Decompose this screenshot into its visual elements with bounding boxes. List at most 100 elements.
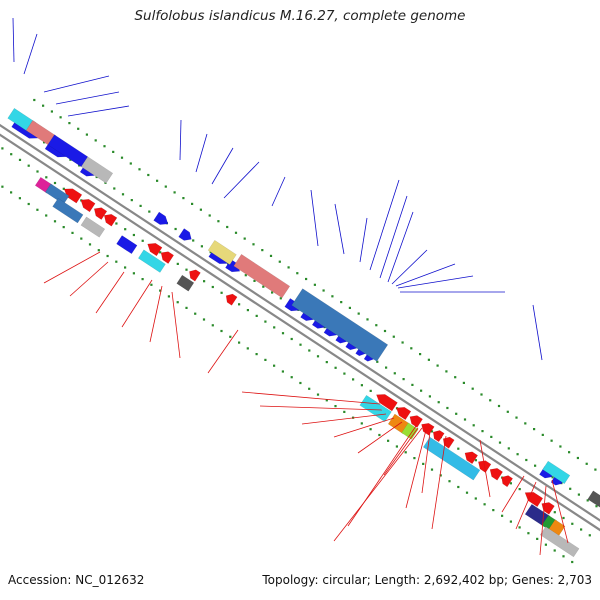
scale-tick-2 bbox=[430, 430, 434, 433]
plus-gene-leader bbox=[271, 176, 286, 207]
scale-tick-3 bbox=[159, 289, 162, 292]
scale-tick-2 bbox=[36, 170, 39, 173]
scale-tick-1 bbox=[428, 395, 431, 398]
minus-gene-leader bbox=[95, 271, 125, 314]
scale-tick-0 bbox=[383, 329, 387, 333]
scale-tick-1 bbox=[385, 366, 388, 369]
scale-tick-1 bbox=[463, 418, 467, 421]
scale-tick-3 bbox=[316, 393, 320, 396]
plus-gene-leader bbox=[12, 17, 15, 63]
scale-tick-3 bbox=[553, 549, 556, 552]
scale-tick-2 bbox=[518, 488, 521, 491]
scale-tick-3 bbox=[176, 301, 179, 304]
minus-feature-box-6 bbox=[176, 274, 195, 292]
minus-gene-leader bbox=[333, 427, 423, 542]
scale-tick-3 bbox=[448, 480, 451, 483]
scale-tick-2 bbox=[352, 378, 355, 381]
scale-tick-0 bbox=[594, 468, 597, 471]
scale-tick-3 bbox=[62, 226, 65, 229]
minus-gene-arrow-14 bbox=[464, 451, 479, 465]
scale-tick-0 bbox=[313, 283, 316, 286]
plus-gene-leader bbox=[395, 263, 456, 287]
scale-tick-1 bbox=[534, 464, 537, 467]
plus-gene-leader bbox=[43, 75, 110, 93]
minus-gene-arrow-17 bbox=[501, 475, 514, 488]
scale-tick-0 bbox=[471, 387, 474, 390]
minus-gene-leader bbox=[149, 285, 163, 343]
scale-tick-3 bbox=[360, 422, 363, 425]
scale-tick-1 bbox=[472, 424, 475, 427]
scale-tick-2 bbox=[580, 528, 583, 531]
scale-tick-1 bbox=[148, 210, 151, 213]
minus-feature-box-11 bbox=[524, 503, 551, 527]
scale-tick-0 bbox=[252, 243, 255, 246]
scale-tick-1 bbox=[595, 505, 598, 508]
scale-tick-0 bbox=[419, 353, 422, 356]
scale-tick-0 bbox=[462, 381, 465, 384]
scale-tick-2 bbox=[474, 459, 477, 462]
scale-tick-3 bbox=[378, 433, 381, 437]
minus-feature-box-3 bbox=[80, 216, 106, 238]
scale-tick-0 bbox=[199, 208, 202, 211]
scale-tick-3 bbox=[430, 468, 434, 471]
scale-tick-0 bbox=[173, 191, 176, 194]
minus-gene-leader bbox=[171, 291, 181, 359]
minus-gene-leader bbox=[241, 391, 381, 405]
scale-tick-0 bbox=[156, 179, 159, 182]
scale-tick-3 bbox=[229, 335, 232, 338]
scale-tick-3 bbox=[141, 278, 144, 281]
minus-gene-leader bbox=[301, 413, 387, 425]
minus-feature-box-14 bbox=[539, 526, 580, 558]
scale-tick-2 bbox=[211, 285, 214, 289]
scale-tick-3 bbox=[167, 295, 170, 298]
minus-feature-box-5 bbox=[137, 249, 166, 273]
plus-gene-leader bbox=[23, 33, 38, 75]
scale-tick-2 bbox=[273, 326, 276, 329]
scale-tick-1 bbox=[95, 175, 98, 179]
scale-tick-3 bbox=[202, 318, 206, 321]
scale-tick-3 bbox=[246, 347, 249, 350]
plus-gene-leader bbox=[223, 161, 260, 199]
scale-tick-3 bbox=[45, 214, 48, 217]
plus-gene-leader bbox=[397, 275, 474, 289]
plus-gene-leader bbox=[379, 195, 408, 279]
scale-tick-0 bbox=[568, 451, 571, 454]
scale-tick-2 bbox=[27, 164, 30, 167]
scale-tick-0 bbox=[278, 260, 281, 263]
minus-feature-box-10 bbox=[422, 436, 481, 481]
scale-tick-0 bbox=[68, 122, 71, 125]
scale-tick-3 bbox=[106, 254, 109, 258]
scale-tick-3 bbox=[474, 497, 477, 500]
scale-tick-1 bbox=[262, 285, 265, 288]
scale-tick-2 bbox=[290, 337, 293, 341]
scale-tick-2 bbox=[246, 309, 249, 312]
minus-gene-leader bbox=[405, 429, 427, 509]
scale-tick-0 bbox=[147, 173, 150, 177]
scale-tick-0 bbox=[261, 249, 264, 252]
scale-tick-2 bbox=[62, 187, 65, 190]
scale-tick-0 bbox=[94, 139, 97, 142]
backbone-line-1 bbox=[0, 133, 600, 532]
map-title: Sulfolobus islandicus M.16.27, complete … bbox=[134, 8, 466, 24]
scale-tick-0 bbox=[42, 104, 45, 107]
scale-tick-2 bbox=[316, 355, 320, 358]
scale-tick-0 bbox=[357, 312, 360, 315]
scale-tick-2 bbox=[159, 251, 162, 254]
scale-tick-3 bbox=[439, 474, 442, 477]
minus-gene-arrow-4 bbox=[147, 243, 163, 257]
minus-gene-leader bbox=[551, 479, 569, 544]
scale-tick-3 bbox=[115, 260, 118, 263]
scale-tick-1 bbox=[253, 279, 256, 282]
scale-tick-0 bbox=[497, 404, 501, 408]
minus-gene-leader bbox=[515, 481, 537, 530]
scale-tick-0 bbox=[454, 376, 457, 379]
minus-gene-arrow-8 bbox=[376, 394, 398, 412]
plus-gene-arrow-4 bbox=[178, 228, 192, 241]
scale-tick-2 bbox=[10, 153, 13, 156]
scale-tick-3 bbox=[387, 439, 390, 442]
scale-tick-0 bbox=[138, 168, 141, 171]
scale-tick-1 bbox=[402, 378, 405, 381]
scale-tick-2 bbox=[299, 343, 302, 346]
scale-tick-3 bbox=[132, 272, 135, 275]
